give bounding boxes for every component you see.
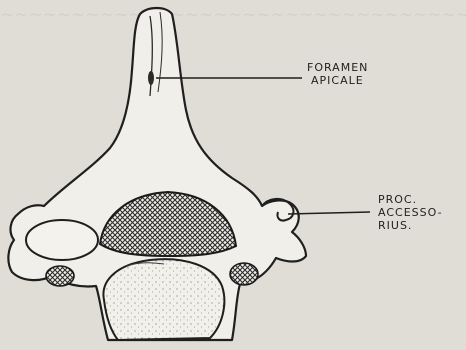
foramen-apicale-label: FORAMEN APICALE (307, 61, 368, 87)
foramen-apicale-label-line2: APICALE (307, 74, 368, 87)
proc-accessorius-label-line3: RIUS. (378, 219, 443, 232)
foramen-apicale-opening (148, 71, 154, 85)
proc-accessorius-label: PROC. ACCESSO- RIUS. (378, 193, 443, 232)
proc-accessorius-leader-line (288, 212, 370, 214)
vertebral-body (103, 259, 224, 340)
left-transverse-foramen (46, 266, 74, 286)
proc-accessorius-label-line2: ACCESSO- (378, 206, 443, 219)
proc-accessorius-label-line1: PROC. (378, 193, 443, 206)
left-articular-facet (26, 220, 98, 260)
foramen-apicale-label-line1: FORAMEN (307, 61, 368, 74)
right-transverse-foramen (230, 263, 258, 285)
